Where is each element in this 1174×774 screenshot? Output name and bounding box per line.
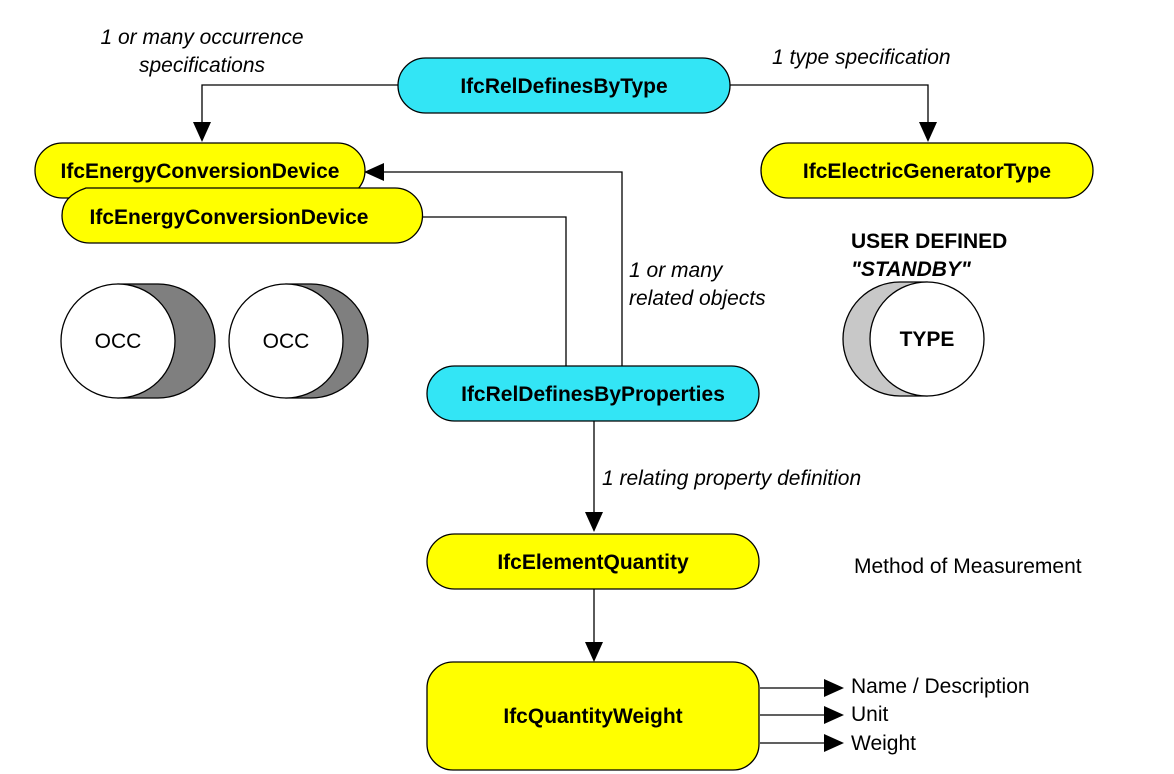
type-cylinder-label: TYPE — [900, 328, 955, 351]
arrowhead-to-energy-device — [193, 122, 211, 142]
arrowhead-to-generator-type — [919, 122, 937, 142]
occurrence-specs-label-line2: specifications — [139, 54, 266, 77]
occurrence-cylinder-2: OCC — [228, 283, 369, 399]
related-objects-label-line2: related objects — [629, 287, 766, 310]
relating-property-label: 1 relating property definition — [602, 467, 861, 490]
node-rel-defines-by-properties: IfcRelDefinesByProperties — [426, 365, 760, 422]
occurrence-cylinder-1-face — [60, 283, 176, 399]
user-defined-label: USER DEFINED — [851, 230, 1007, 253]
arrowhead-attr-weight — [824, 734, 844, 752]
occurrence-cylinder-2-label: OCC — [263, 330, 310, 353]
node-rel-defines-by-type: IfcRelDefinesByType — [397, 57, 731, 114]
node-energy-device-2: IfcEnergyConversionDevice — [61, 187, 424, 244]
element-quantity-label: IfcElementQuantity — [497, 551, 689, 574]
energy-device-1-label: IfcEnergyConversionDevice — [61, 160, 340, 183]
rel-defines-by-properties-shape — [426, 365, 760, 422]
type-cylinder: TYPE — [842, 281, 985, 397]
quantity-weight-shape — [426, 661, 760, 771]
type-cylinder-face — [869, 281, 985, 397]
rel-defines-by-type-label: IfcRelDefinesByType — [460, 75, 667, 98]
node-energy-device-1: IfcEnergyConversionDevice — [34, 142, 366, 199]
connector-properties-to-device-1 — [378, 171, 623, 366]
node-element-quantity: IfcElementQuantity — [426, 533, 760, 590]
quantity-weight-label: IfcQuantityWeight — [503, 705, 682, 728]
arrowhead-to-quantity-weight — [585, 642, 603, 662]
occurrence-cylinder-1: OCC — [60, 283, 216, 399]
occurrence-cylinder-1-label: OCC — [95, 330, 142, 353]
attribute-weight: Weight — [851, 732, 916, 755]
related-objects-label-line1: 1 or many — [629, 259, 724, 282]
rel-defines-by-properties-label: IfcRelDefinesByProperties — [461, 383, 725, 406]
arrowhead-attr-name — [824, 679, 844, 697]
method-of-measurement-label: Method of Measurement — [854, 555, 1082, 578]
standby-label: "STANDBY" — [851, 258, 972, 281]
connector-type-to-occurrence — [201, 84, 398, 128]
attribute-unit: Unit — [851, 703, 889, 726]
connector-type-to-generator-type — [730, 84, 929, 128]
occurrence-cylinder-2-face — [228, 283, 344, 399]
energy-device-2-label: IfcEnergyConversionDevice — [90, 206, 369, 229]
electric-generator-type-label: IfcElectricGeneratorType — [803, 160, 1051, 183]
occurrence-specs-label-line1: 1 or many occurrence — [100, 26, 303, 49]
arrowhead-attr-unit — [824, 706, 844, 724]
attribute-name-description: Name / Description — [851, 675, 1030, 698]
element-quantity-shape — [426, 533, 760, 590]
connectors — [193, 84, 937, 752]
node-electric-generator-type: IfcElectricGeneratorType — [760, 142, 1094, 199]
arrowhead-to-device-1 — [364, 163, 384, 181]
electric-generator-type-shape — [760, 142, 1094, 199]
rel-defines-by-type-shape — [397, 57, 731, 114]
node-quantity-weight: IfcQuantityWeight — [426, 661, 760, 771]
annotations: 1 or many occurrence specifications 1 ty… — [100, 26, 1081, 755]
type-spec-label: 1 type specification — [772, 46, 951, 69]
energy-device-2-shape — [61, 187, 424, 244]
arrowhead-to-element-quantity — [585, 512, 603, 532]
connector-properties-to-device-2 — [414, 216, 567, 366]
